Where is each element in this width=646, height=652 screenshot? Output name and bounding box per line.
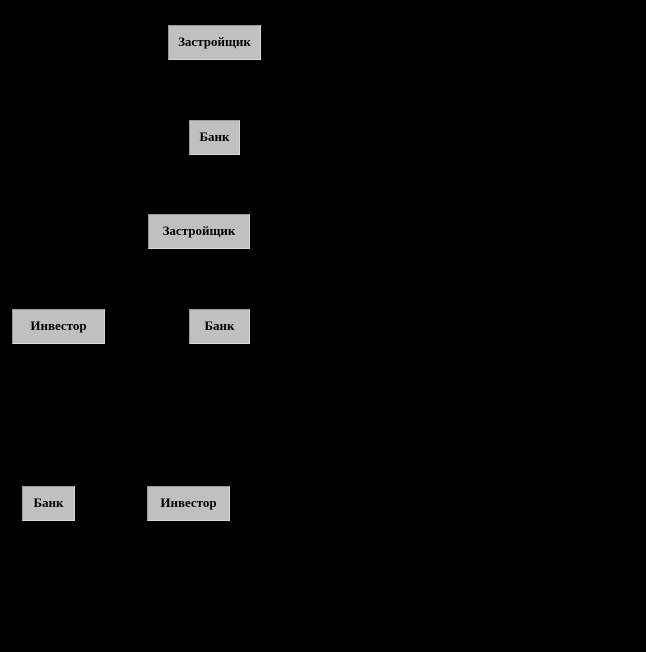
diagram-node-label: Инвестор xyxy=(160,495,217,510)
diagram-node-label: Банк xyxy=(199,129,230,144)
diagram-node-label: Банк xyxy=(204,318,235,333)
diagram-node-investor-1[interactable]: Инвестор xyxy=(12,309,105,344)
diagram-node-bank-2[interactable]: Банк xyxy=(189,309,250,344)
diagram-node-label: Застройщик xyxy=(162,223,236,238)
diagram-node-label: Застройщик xyxy=(178,34,251,49)
diagram-node-zastroyshchik-2[interactable]: Застройщик xyxy=(148,214,250,249)
diagram-node-zastroyshchik-1[interactable]: Застройщик xyxy=(168,25,261,60)
diagram-node-bank-3[interactable]: Банк xyxy=(22,486,75,521)
diagram-node-label: Инвестор xyxy=(30,318,87,333)
diagram-node-bank-1[interactable]: Банк xyxy=(189,120,240,155)
diagram-node-label: Банк xyxy=(33,495,64,510)
diagram-node-investor-2[interactable]: Инвестор xyxy=(147,486,230,521)
